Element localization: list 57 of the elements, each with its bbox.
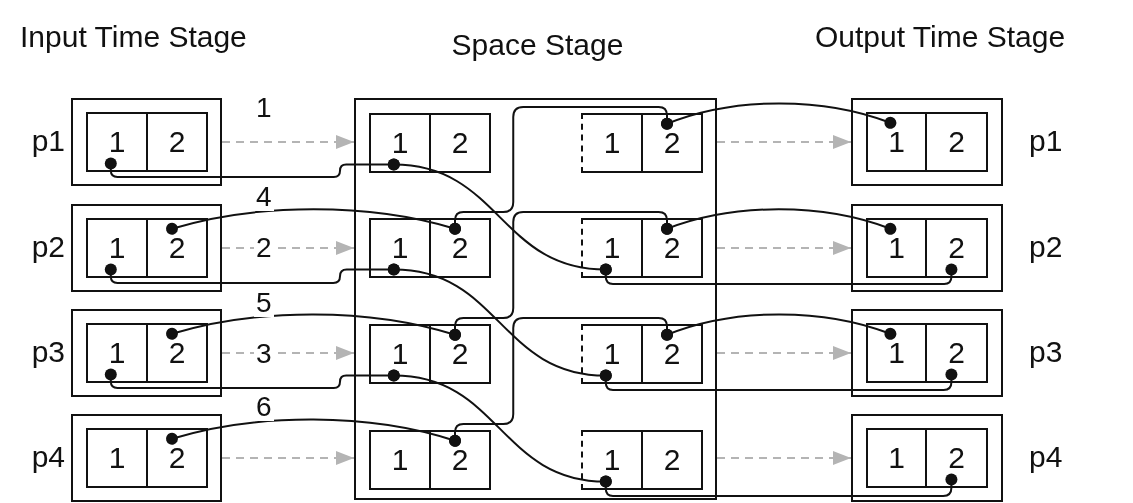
port-label: p3 [31, 337, 65, 367]
slot-cell: 1 [866, 323, 927, 383]
port-label: p4 [31, 442, 65, 472]
slot-cell: 1 [581, 430, 643, 490]
slot-cell: 2 [148, 112, 208, 172]
port-label: p3 [1029, 337, 1063, 367]
slot-cell: 1 [369, 324, 431, 384]
slot-cell: 1 [581, 113, 643, 173]
slot-cell: 1 [369, 113, 431, 173]
arrow [716, 135, 852, 149]
slot-cell: 1 [86, 218, 148, 278]
slot-cell: 2 [431, 324, 491, 384]
stage-heading: Input Time Stage [20, 22, 247, 52]
slot-cell: 1 [86, 323, 148, 383]
slot-cell: 2 [148, 218, 208, 278]
port-label: p2 [31, 232, 65, 262]
slot-cell: 2 [643, 324, 703, 384]
arrow [221, 135, 355, 149]
slot-cell: 2 [431, 218, 491, 278]
slot-cell: 2 [643, 218, 703, 278]
connection-curve [599, 368, 958, 391]
arrow [221, 451, 355, 465]
arrow [221, 346, 355, 360]
connection-curve [661, 102, 897, 130]
slot-cell: 2 [148, 428, 208, 488]
connection-curve [599, 263, 958, 285]
slot-cell: 1 [866, 218, 927, 278]
slot-cell: 2 [643, 430, 703, 490]
slot-cell: 1 [369, 218, 431, 278]
port-label: p2 [1029, 232, 1063, 262]
arrow [716, 346, 852, 360]
slot-cell: 2 [431, 113, 491, 173]
slot-cell: 2 [148, 323, 208, 383]
slot-cell: 1 [369, 430, 431, 490]
slot-cell: 1 [86, 428, 148, 488]
slot-cell: 1 [866, 112, 927, 172]
slot-cell: 2 [927, 323, 988, 383]
slot-cell: 2 [927, 218, 988, 278]
slot-cell: 1 [86, 112, 148, 172]
slot-cell: 1 [581, 324, 643, 384]
port-label: p1 [1029, 126, 1063, 156]
connection-curve [599, 473, 958, 497]
slot-cell: 2 [927, 428, 988, 488]
port-label: p4 [1029, 442, 1063, 472]
port-label: p1 [31, 126, 65, 156]
slot-cell: 1 [581, 218, 643, 278]
slot-cell: 2 [927, 112, 988, 172]
slot-cell: 2 [431, 430, 491, 490]
stage-heading: Output Time Stage [815, 22, 1066, 52]
slot-cell: 1 [866, 428, 927, 488]
connection-curve [661, 208, 897, 235]
connection-curve [661, 313, 897, 341]
slot-cell: 2 [643, 113, 703, 173]
arrow [716, 451, 852, 465]
stage-heading: Space Stage [450, 30, 625, 60]
arrow [716, 241, 852, 255]
arrow [221, 241, 355, 255]
